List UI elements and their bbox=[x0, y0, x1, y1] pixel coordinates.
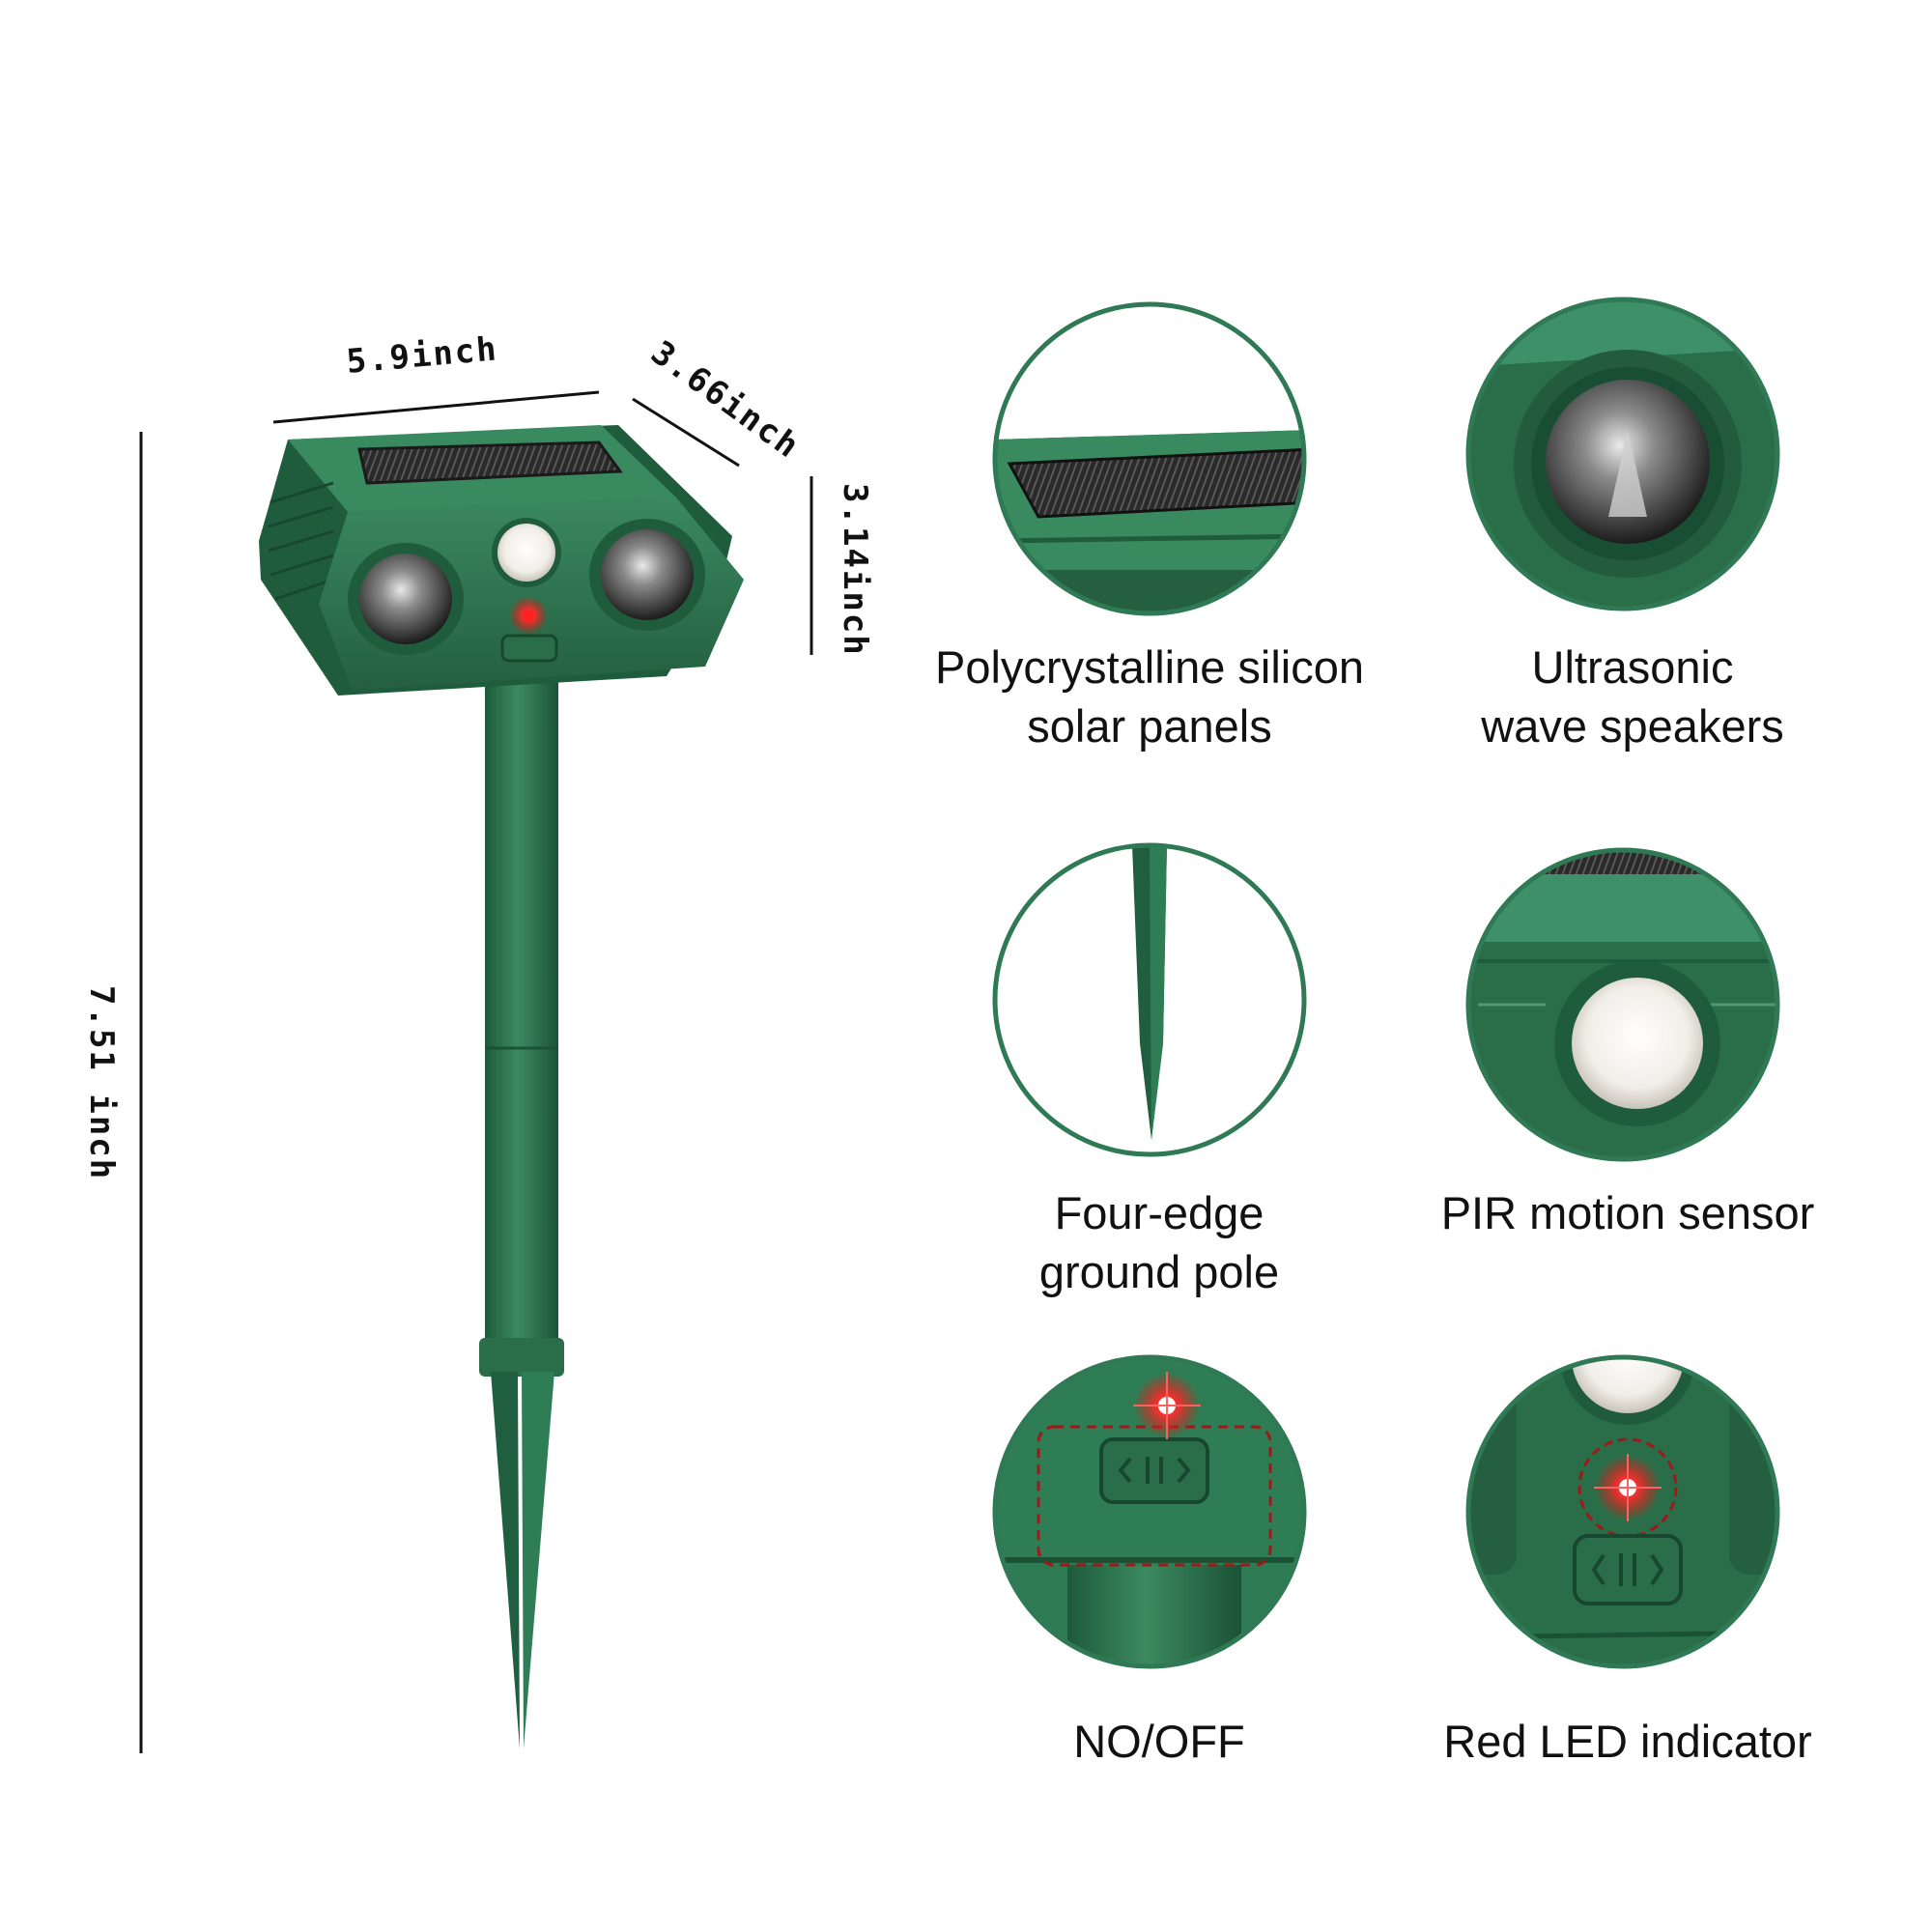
feature-caption-solar: Polycrystalline silicon solar panels bbox=[898, 638, 1401, 755]
feature-caption-led: Red LED indicator bbox=[1401, 1712, 1855, 1771]
device-switch bbox=[500, 634, 558, 663]
feature-caption-pir: PIR motion sensor bbox=[1401, 1183, 1855, 1242]
total-height-dimension-label: 7.51 inch bbox=[82, 985, 121, 1181]
speaker-icon bbox=[1465, 297, 1780, 611]
red-led-icon bbox=[1465, 1354, 1780, 1669]
pir-sensor-icon bbox=[1465, 847, 1780, 1162]
repeller-device bbox=[259, 425, 744, 1748]
caption-line: NO/OFF bbox=[1073, 1716, 1245, 1767]
caption-line: Polycrystalline silicon bbox=[934, 641, 1365, 693]
feature-caption-switch: NO/OFF bbox=[966, 1712, 1352, 1771]
caption-line: wave speakers bbox=[1481, 700, 1784, 752]
caption-line: solar panels bbox=[1027, 700, 1272, 752]
height-dimension-label: 3.14inch bbox=[836, 483, 874, 657]
caption-line: Four-edge bbox=[1054, 1187, 1264, 1238]
pole-spike-right bbox=[522, 1372, 554, 1748]
device-led bbox=[523, 610, 534, 621]
depth-dimension-line bbox=[632, 397, 740, 468]
pole-spike-left bbox=[491, 1372, 520, 1748]
power-switch-icon bbox=[992, 1354, 1307, 1669]
feature-caption-pole: Four-edge ground pole bbox=[966, 1183, 1352, 1301]
caption-line: PIR motion sensor bbox=[1440, 1187, 1815, 1238]
device-pole bbox=[485, 676, 558, 1362]
width-dimension-line bbox=[272, 390, 600, 424]
device-speaker-right bbox=[601, 529, 694, 620]
caption-line: Ultrasonic bbox=[1531, 641, 1734, 693]
solar-panel-icon bbox=[992, 301, 1307, 616]
device-solar-panel bbox=[357, 440, 623, 485]
device-speaker-left bbox=[359, 554, 452, 644]
device-pir-sensor bbox=[497, 524, 555, 582]
caption-line: Red LED indicator bbox=[1443, 1716, 1812, 1767]
caption-line: ground pole bbox=[1038, 1246, 1280, 1297]
ground-pole-icon bbox=[992, 842, 1307, 1157]
feature-caption-speakers: Ultrasonic wave speakers bbox=[1420, 638, 1845, 755]
